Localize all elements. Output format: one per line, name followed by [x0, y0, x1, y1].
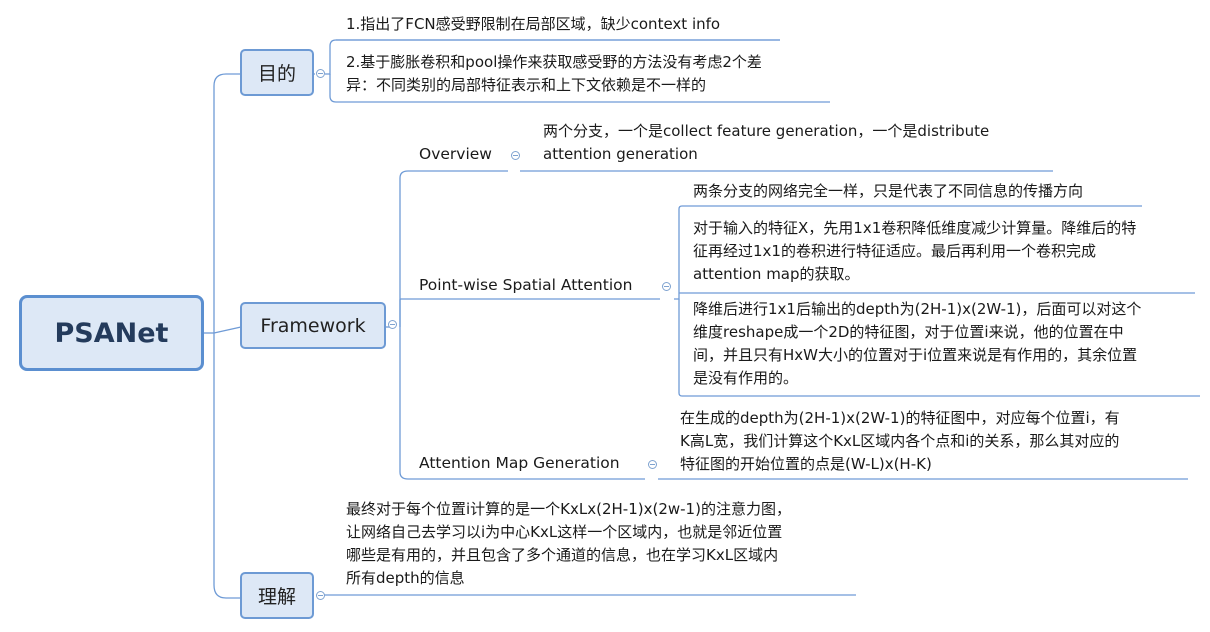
psa-item-3: 降维后进行1x1后输出的depth为(2H-1)x(2W-1)，后面可以对这个 …: [693, 300, 1142, 387]
purpose-item-2: 2.基于膨胀卷积和pool操作来获取感受野的方法没有考虑2个差 异：不同类别的局…: [346, 53, 762, 94]
overview-collapse-icon[interactable]: [511, 151, 520, 160]
purpose-node[interactable]: 目的: [240, 49, 314, 96]
framework-collapse-icon[interactable]: [388, 320, 397, 329]
understanding-collapse-icon[interactable]: [316, 591, 325, 600]
overview-label[interactable]: Overview: [419, 145, 492, 163]
amg-label[interactable]: Attention Map Generation: [419, 454, 620, 472]
understanding-node[interactable]: 理解: [240, 572, 314, 619]
framework-node[interactable]: Framework: [240, 302, 386, 349]
root-node[interactable]: PSANet: [19, 295, 204, 371]
psa-item-1: 两条分支的网络完全一样，只是代表了不同信息的传播方向: [693, 182, 1084, 200]
purpose-item-1: 1.指出了FCN感受野限制在局部区域，缺少context info: [346, 15, 721, 33]
overview-text: 两个分支，一个是collect feature generation，一个是di…: [543, 122, 990, 163]
psa-item-2: 对于输入的特征X，先用1x1卷积降低维度减少计算量。降维后的特 征再经过1x1的…: [693, 219, 1137, 283]
amg-collapse-icon[interactable]: [648, 460, 657, 469]
purpose-collapse-icon[interactable]: [316, 69, 325, 78]
psa-collapse-icon[interactable]: [662, 282, 671, 291]
understanding-text: 最终对于每个位置i计算的是一个KxLx(2H-1)x(2w-1)的注意力图， 让…: [346, 500, 791, 587]
psa-label[interactable]: Point-wise Spatial Attention: [419, 276, 633, 294]
amg-text: 在生成的depth为(2H-1)x(2W-1)的特征图中，对应每个位置i，有 K…: [680, 409, 1120, 473]
